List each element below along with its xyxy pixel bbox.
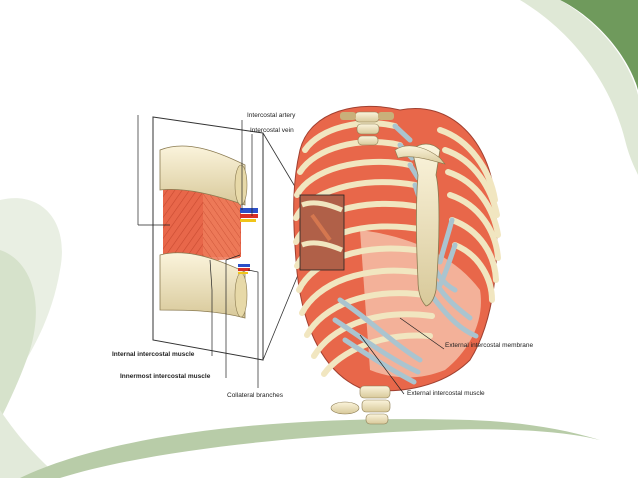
upper-rib-section <box>159 145 246 206</box>
label-internal-intercostal-muscle: Internal intercostal muscle <box>112 351 195 358</box>
sternum <box>411 143 441 307</box>
intercostal-artery <box>240 214 258 218</box>
inset-panel <box>152 116 301 361</box>
label-collateral-branches: Collateral branches <box>227 392 284 399</box>
leader-lines <box>137 115 445 395</box>
intercostal-nerve <box>240 219 256 222</box>
rib-cage <box>293 105 501 425</box>
label-innermost-intercostal-muscle: Innermost intercostal muscle <box>120 373 211 380</box>
label-external-intercostal-muscle: External intercostal muscle <box>407 390 485 397</box>
label-external-intercostal-membrane: External intercostal membrane <box>445 342 534 349</box>
label-intercostal-artery: Intercostal artery <box>247 112 296 119</box>
label-intercostal-vein: Intercostal vein <box>250 127 294 134</box>
lower-rib-section <box>159 252 246 319</box>
spine <box>340 111 394 146</box>
intercostal-vein <box>240 208 258 213</box>
